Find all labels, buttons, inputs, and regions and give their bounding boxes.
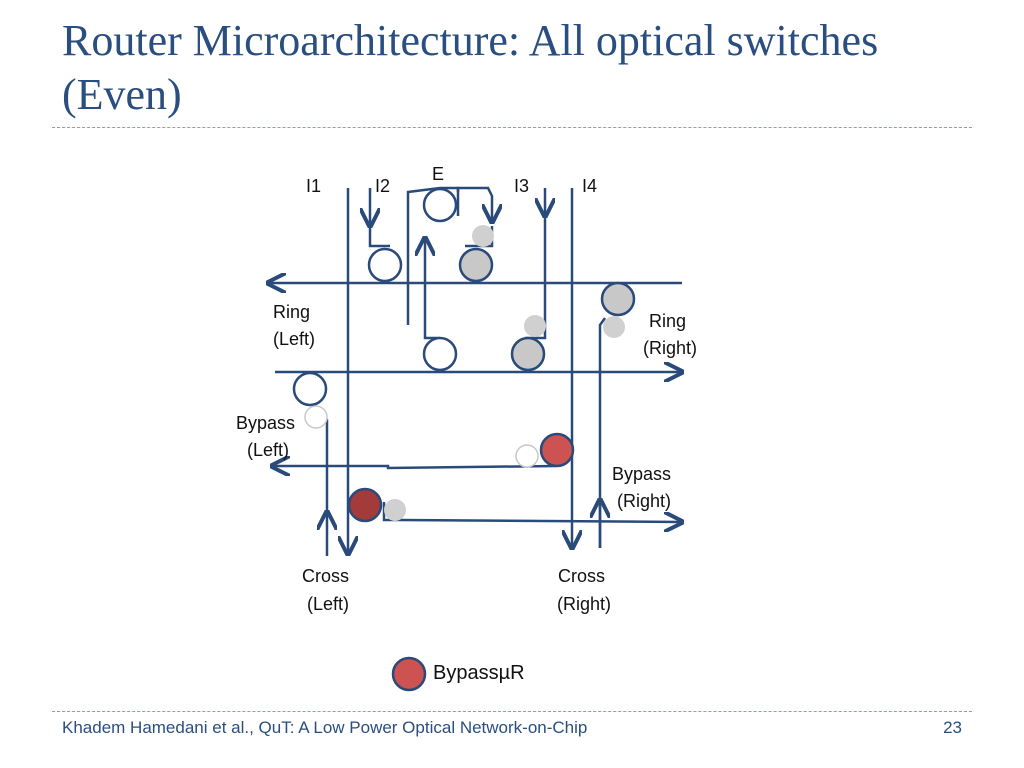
label-bypass-left: Bypass (Left) [236,413,300,460]
title-divider [52,127,972,128]
ring-bypass-red [539,432,575,468]
shadow-ring-outline [304,405,328,429]
ring-bypass-dark-red [347,487,383,523]
slide-title: Router Microarchitecture: All optical sw… [62,16,879,119]
footer-citation: Khadem Hamedani et al., QuT: A Low Power… [62,718,588,737]
label-ring-left: Ring (Left) [273,302,315,349]
label-cross-left: Cross (Left) [302,566,354,614]
port-label-i3: I3 [514,176,529,196]
bypass-left-waveguide [272,466,557,468]
port-label-i1: I1 [306,176,321,196]
ring-ring-right-active [600,281,636,317]
legend-label: BypassµR [433,662,525,684]
port-label-i4: I4 [582,176,597,196]
legend-ring [391,656,427,692]
footer-divider [52,711,972,712]
shadow-ring [472,225,494,247]
label-ring-right: Ring (Right) [643,311,697,358]
port-label-e: E [432,164,444,184]
label-cross-right: Cross (Right) [557,566,611,614]
ring-e-eject [422,336,458,372]
port-label-i2: I2 [375,176,390,196]
page-number: 23 [943,718,962,737]
shadow-ring [524,315,546,337]
ring-right-drop [598,317,607,548]
ring-e-top [422,187,458,223]
label-bypass-right: Bypass (Right) [612,464,676,511]
ring-bypass-left-entry [292,371,328,407]
shadow-ring-outline [515,444,539,468]
ring-ring-left-active [458,247,494,283]
ring-i3-active [510,336,546,372]
shadow-ring [603,316,625,338]
shadow-ring [384,499,406,521]
ring-i2-drop [367,247,403,283]
